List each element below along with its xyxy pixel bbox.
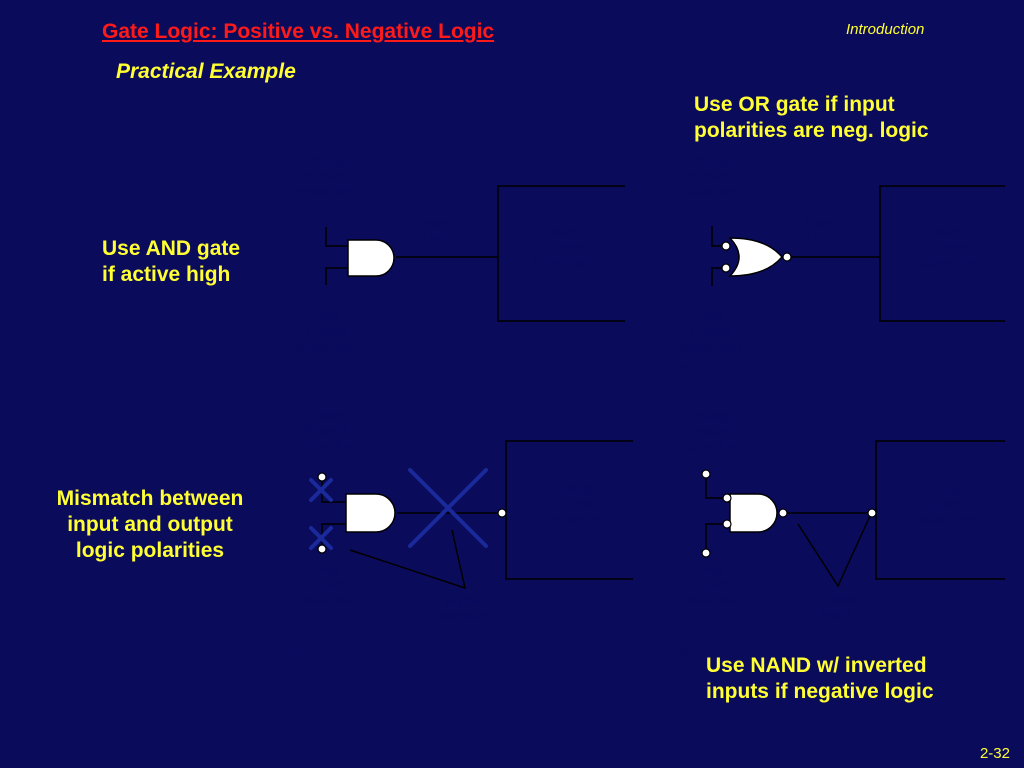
box-d <box>875 440 1005 580</box>
tag-c: (c) <box>290 643 304 657</box>
label-b-box: Change Lights (active low) <box>919 225 981 269</box>
label-a-timer-expired: Timer Expired (active high) <box>294 309 360 353</box>
label-c-change-request: Change Request (active low) <box>296 408 358 452</box>
label-b-change-request: Change Request (active low) <box>680 154 742 198</box>
tag-a: (a) <box>290 361 305 375</box>
bubble-d-box-input <box>867 508 877 518</box>
bubble-c-input-bottom <box>317 544 327 554</box>
slide-subtitle: Practical Example <box>116 60 296 83</box>
page-number: 2-32 <box>979 745 1010 762</box>
wire-a-input-top <box>325 227 348 247</box>
tag-b: (b) <box>674 361 689 375</box>
callout-c-lines <box>349 529 467 590</box>
label-c-box: Change Lights (active low) <box>549 482 611 526</box>
section-label: Introduction <box>846 21 925 38</box>
box-b <box>879 185 1005 322</box>
label-b-timer-expired: Timer Expired (active low) <box>680 309 742 353</box>
bubble-d-gate-top <box>722 493 732 503</box>
tag-d: (d) <box>674 643 689 657</box>
label-a-output: Active High <box>419 216 453 245</box>
note-nand: Use NAND w/ inverted inputs if negative … <box>706 654 934 703</box>
wire-c-input-top <box>321 478 346 503</box>
bubble-d-input-top <box>701 469 711 479</box>
label-a-change-request: Change Request (active high) <box>294 154 360 198</box>
bubble-b-input-top <box>721 241 731 251</box>
nand-gate-d <box>729 493 778 533</box>
label-b-output: Active Low <box>801 216 835 245</box>
and-gate-a <box>347 239 395 277</box>
bubble-b-output <box>782 252 792 262</box>
wire-a-input-bottom <box>325 267 348 285</box>
label-d-box: Change Lights (active low) <box>915 482 977 526</box>
note-mismatch: Mismatch between input and output logic … <box>56 487 244 562</box>
and-gate-c <box>345 493 396 533</box>
diagram-c <box>321 440 633 590</box>
bubble-d-gate-output <box>778 508 788 518</box>
note-and-gate: Use AND gate if active high <box>102 237 241 286</box>
label-d-timer-expired: Timer Expired (active low) <box>680 563 742 607</box>
diagram-d <box>705 440 1005 588</box>
wire-d-input-top <box>705 474 730 499</box>
label-a-box: Change Lights (active high) <box>533 225 599 269</box>
mismatch-marks <box>309 468 488 550</box>
label-c-timer-expired: Timer Expired (active low) <box>296 563 358 607</box>
or-gate-b <box>728 237 783 277</box>
label-c-callout: Bubble Mismatch <box>438 594 490 623</box>
wire-d-input-bottom <box>705 523 730 553</box>
box-a <box>497 185 625 322</box>
callout-d-lines <box>797 515 871 588</box>
box-c <box>505 440 633 580</box>
note-or-gate: Use OR gate if input polarities are neg.… <box>694 93 929 142</box>
label-d-callout: Bubble Match <box>819 592 857 621</box>
bubble-d-input-bottom <box>701 548 711 558</box>
slide-title: Gate Logic: Positive vs. Negative Logic <box>102 20 495 43</box>
bubble-d-gate-bottom <box>722 519 732 529</box>
bubble-c-output <box>497 508 507 518</box>
label-d-change-request: Change Request (active low) <box>680 409 742 453</box>
bubble-b-input-bottom <box>721 263 731 273</box>
bubble-c-input-top <box>317 472 327 482</box>
diagram-a <box>325 185 625 322</box>
